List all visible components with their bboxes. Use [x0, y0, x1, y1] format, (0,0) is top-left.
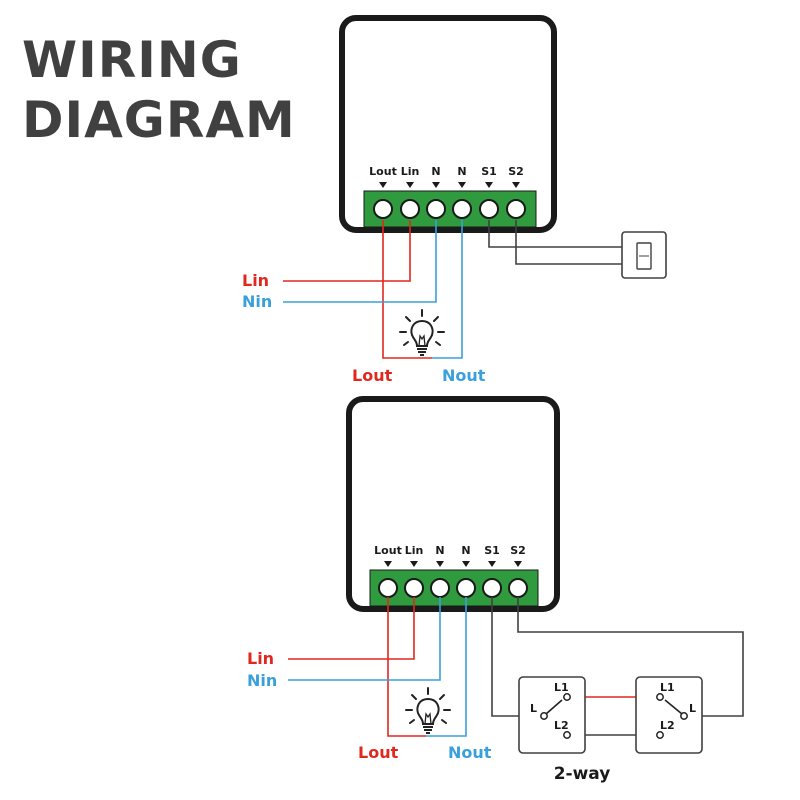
terminal-label-lout: Lout [374, 544, 402, 557]
terminal-arrows-2 [384, 561, 522, 567]
terminal-label-lin: Lin [401, 165, 420, 178]
module-1 [339, 15, 557, 233]
terminal-label-s2: S2 [508, 165, 524, 178]
switch1-l1-label: L1 [554, 681, 569, 694]
label-nin-2: Nin [247, 671, 277, 690]
wire-nin-2 [288, 597, 441, 681]
title-line-1: WIRING [22, 31, 242, 89]
wire-s2-2 [517, 597, 744, 717]
two-way-caption: 2-way [554, 764, 611, 784]
wire-s1-1 [488, 220, 623, 248]
terminal-label-n1: N [435, 544, 444, 557]
two-way-switch-2: L1 L L2 [635, 676, 703, 754]
terminal-label-lout: Lout [369, 165, 397, 178]
switch2-l2-label: L2 [660, 719, 675, 732]
wire-nout-2 [426, 597, 467, 737]
terminal-label-s2: S2 [510, 544, 526, 557]
wire-nin-1 [283, 220, 437, 303]
switch1-l2-label: L2 [554, 719, 569, 732]
module-2 [346, 396, 560, 612]
label-lin-2: Lin [247, 649, 274, 668]
terminal-label-lin: Lin [405, 544, 424, 557]
title-line-2: DIAGRAM [22, 91, 296, 149]
wire-lin-1 [283, 220, 411, 282]
switch1-l-label: L [530, 702, 537, 715]
switch2-l1-label: L1 [660, 681, 675, 694]
switch2-l-label: L [689, 702, 696, 715]
diagram-2: Lout Lin N N S1 S2 [247, 396, 744, 784]
terminal-screws-2 [378, 578, 528, 598]
label-nout-2: Nout [448, 743, 492, 762]
light-bulb-icon [399, 309, 445, 356]
diagram-1: Lout Lin N N S1 S2 [242, 15, 667, 385]
page-title: WIRING DIAGRAM [22, 30, 296, 150]
terminal-label-n2: N [457, 165, 466, 178]
wire-lout-1 [382, 220, 432, 359]
terminal-label-n1: N [431, 165, 440, 178]
label-lin-1: Lin [242, 271, 269, 290]
label-nin-1: Nin [242, 292, 272, 311]
terminal-screws-1 [373, 199, 526, 219]
two-way-switch-1: L1 L L2 [518, 676, 586, 754]
label-lout-2: Lout [358, 743, 399, 762]
wire-lout-2 [387, 597, 426, 737]
terminal-label-s1: S1 [481, 165, 497, 178]
terminal-label-n2: N [461, 544, 470, 557]
wire-s2-1 [515, 220, 623, 265]
terminal-label-s1: S1 [484, 544, 500, 557]
wire-lin-2 [288, 597, 415, 660]
light-bulb-icon [405, 687, 451, 734]
label-nout-1: Nout [442, 366, 486, 385]
wire-nout-1 [432, 220, 463, 359]
label-lout-1: Lout [352, 366, 393, 385]
terminal-arrows-1 [379, 182, 520, 188]
rocker-switch-icon [621, 231, 667, 279]
